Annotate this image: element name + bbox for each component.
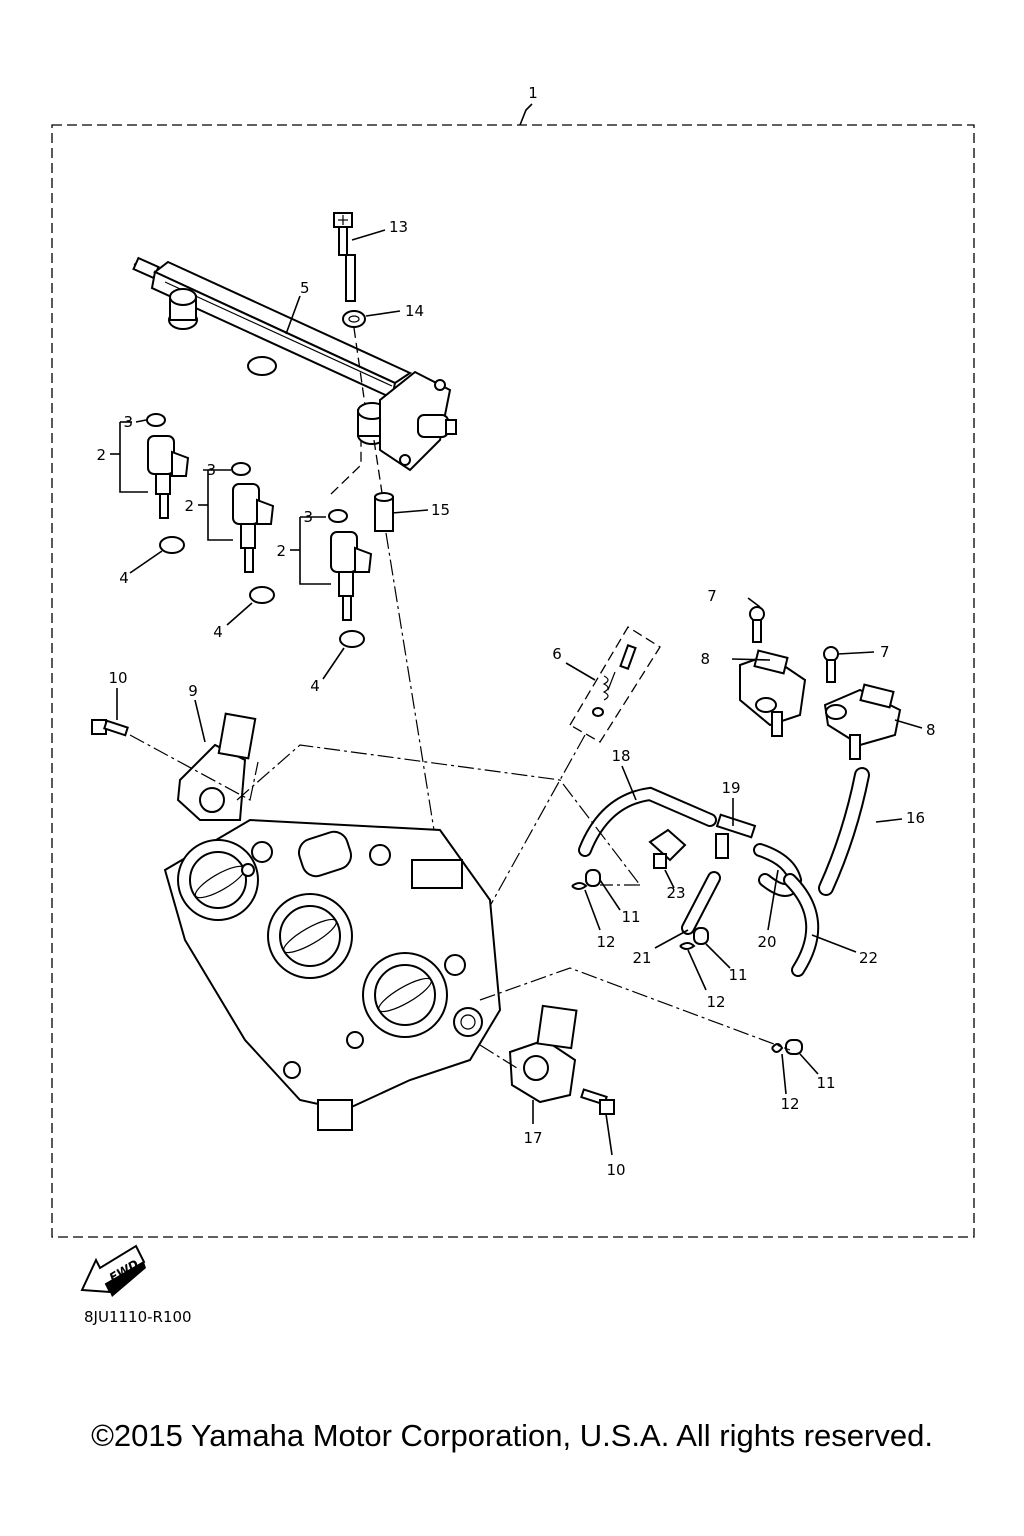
callout-4a: 4: [119, 569, 129, 587]
valve-23: [648, 828, 687, 869]
bolt-13: [333, 212, 356, 302]
joint-19: [715, 813, 757, 859]
callout-11c: 11: [816, 1074, 835, 1092]
callout-2b: 2: [184, 497, 194, 515]
injector-2: [231, 462, 275, 573]
callout-23: 23: [666, 884, 685, 902]
callout-15: 15: [431, 501, 450, 519]
callout-20: 20: [757, 933, 776, 951]
callout-17: 17: [523, 1129, 542, 1147]
callout-7a: 7: [707, 587, 717, 605]
sensor-8b: [823, 683, 902, 760]
callout-4b: 4: [213, 623, 223, 641]
leader-lines: [116, 229, 923, 1156]
callout-21: 21: [632, 949, 651, 967]
callout-14: 14: [405, 302, 424, 320]
diagram-code: 8JU1110-R100: [84, 1308, 192, 1326]
callout-4c: 4: [310, 677, 320, 695]
callout-13: 13: [389, 218, 408, 236]
throttle-body: [163, 818, 502, 1131]
callout-3b: 3: [206, 461, 216, 479]
callout-12c: 12: [780, 1095, 799, 1113]
clip-12a: [571, 882, 588, 890]
callout-2a: 2: [96, 446, 106, 464]
injector-1: [146, 413, 190, 519]
seal-4b: [249, 586, 275, 604]
callout-3c: 3: [303, 508, 313, 526]
callout-12a: 12: [596, 933, 615, 951]
seal-4c: [339, 630, 365, 648]
clip-12b: [679, 942, 696, 950]
injector-3: [328, 509, 373, 621]
regulator-kit-6: [459, 626, 661, 961]
callout-9: 9: [188, 682, 198, 700]
callout-11b: 11: [728, 966, 747, 984]
callout-3a: 3: [123, 413, 133, 431]
callout-8a: 8: [700, 650, 710, 668]
seal-4a: [159, 536, 185, 554]
cap-11b: [693, 927, 709, 945]
callout-18: 18: [611, 747, 630, 765]
callout-7b: 7: [880, 643, 890, 661]
bolt-10b: [580, 1088, 615, 1115]
callout-19: 19: [721, 779, 740, 797]
washer-14: [342, 310, 366, 328]
bolt-10a: [91, 719, 129, 737]
callout-11a: 11: [621, 908, 640, 926]
callout-2c: 2: [276, 542, 286, 560]
sensor-17: [508, 1004, 578, 1104]
cap-11a: [585, 869, 601, 887]
sensor-9: [176, 712, 257, 821]
cap-11c: [785, 1039, 803, 1055]
callout-6: 6: [552, 645, 562, 663]
callout-8b: 8: [926, 721, 936, 739]
assembly-boundary: 1: [51, 84, 975, 1238]
callout-10b: 10: [606, 1161, 625, 1179]
collar-15: [374, 492, 394, 532]
callout-5: 5: [300, 279, 310, 297]
callout-1: 1: [528, 84, 538, 102]
callout-22: 22: [859, 949, 878, 967]
callout-10a: 10: [108, 669, 127, 687]
screw-7a: [749, 606, 765, 643]
clip-12c: [771, 1043, 784, 1053]
sensor-8a: [739, 649, 807, 737]
fuel-rail: [132, 256, 457, 472]
callout-16: 16: [906, 809, 925, 827]
callout-12b: 12: [706, 993, 725, 1011]
copyright-notice: ©2015 Yamaha Motor Corporation, U.S.A. A…: [91, 1418, 933, 1453]
fwd-arrow-icon: FWD: [80, 1244, 146, 1297]
screw-7b: [823, 646, 839, 683]
